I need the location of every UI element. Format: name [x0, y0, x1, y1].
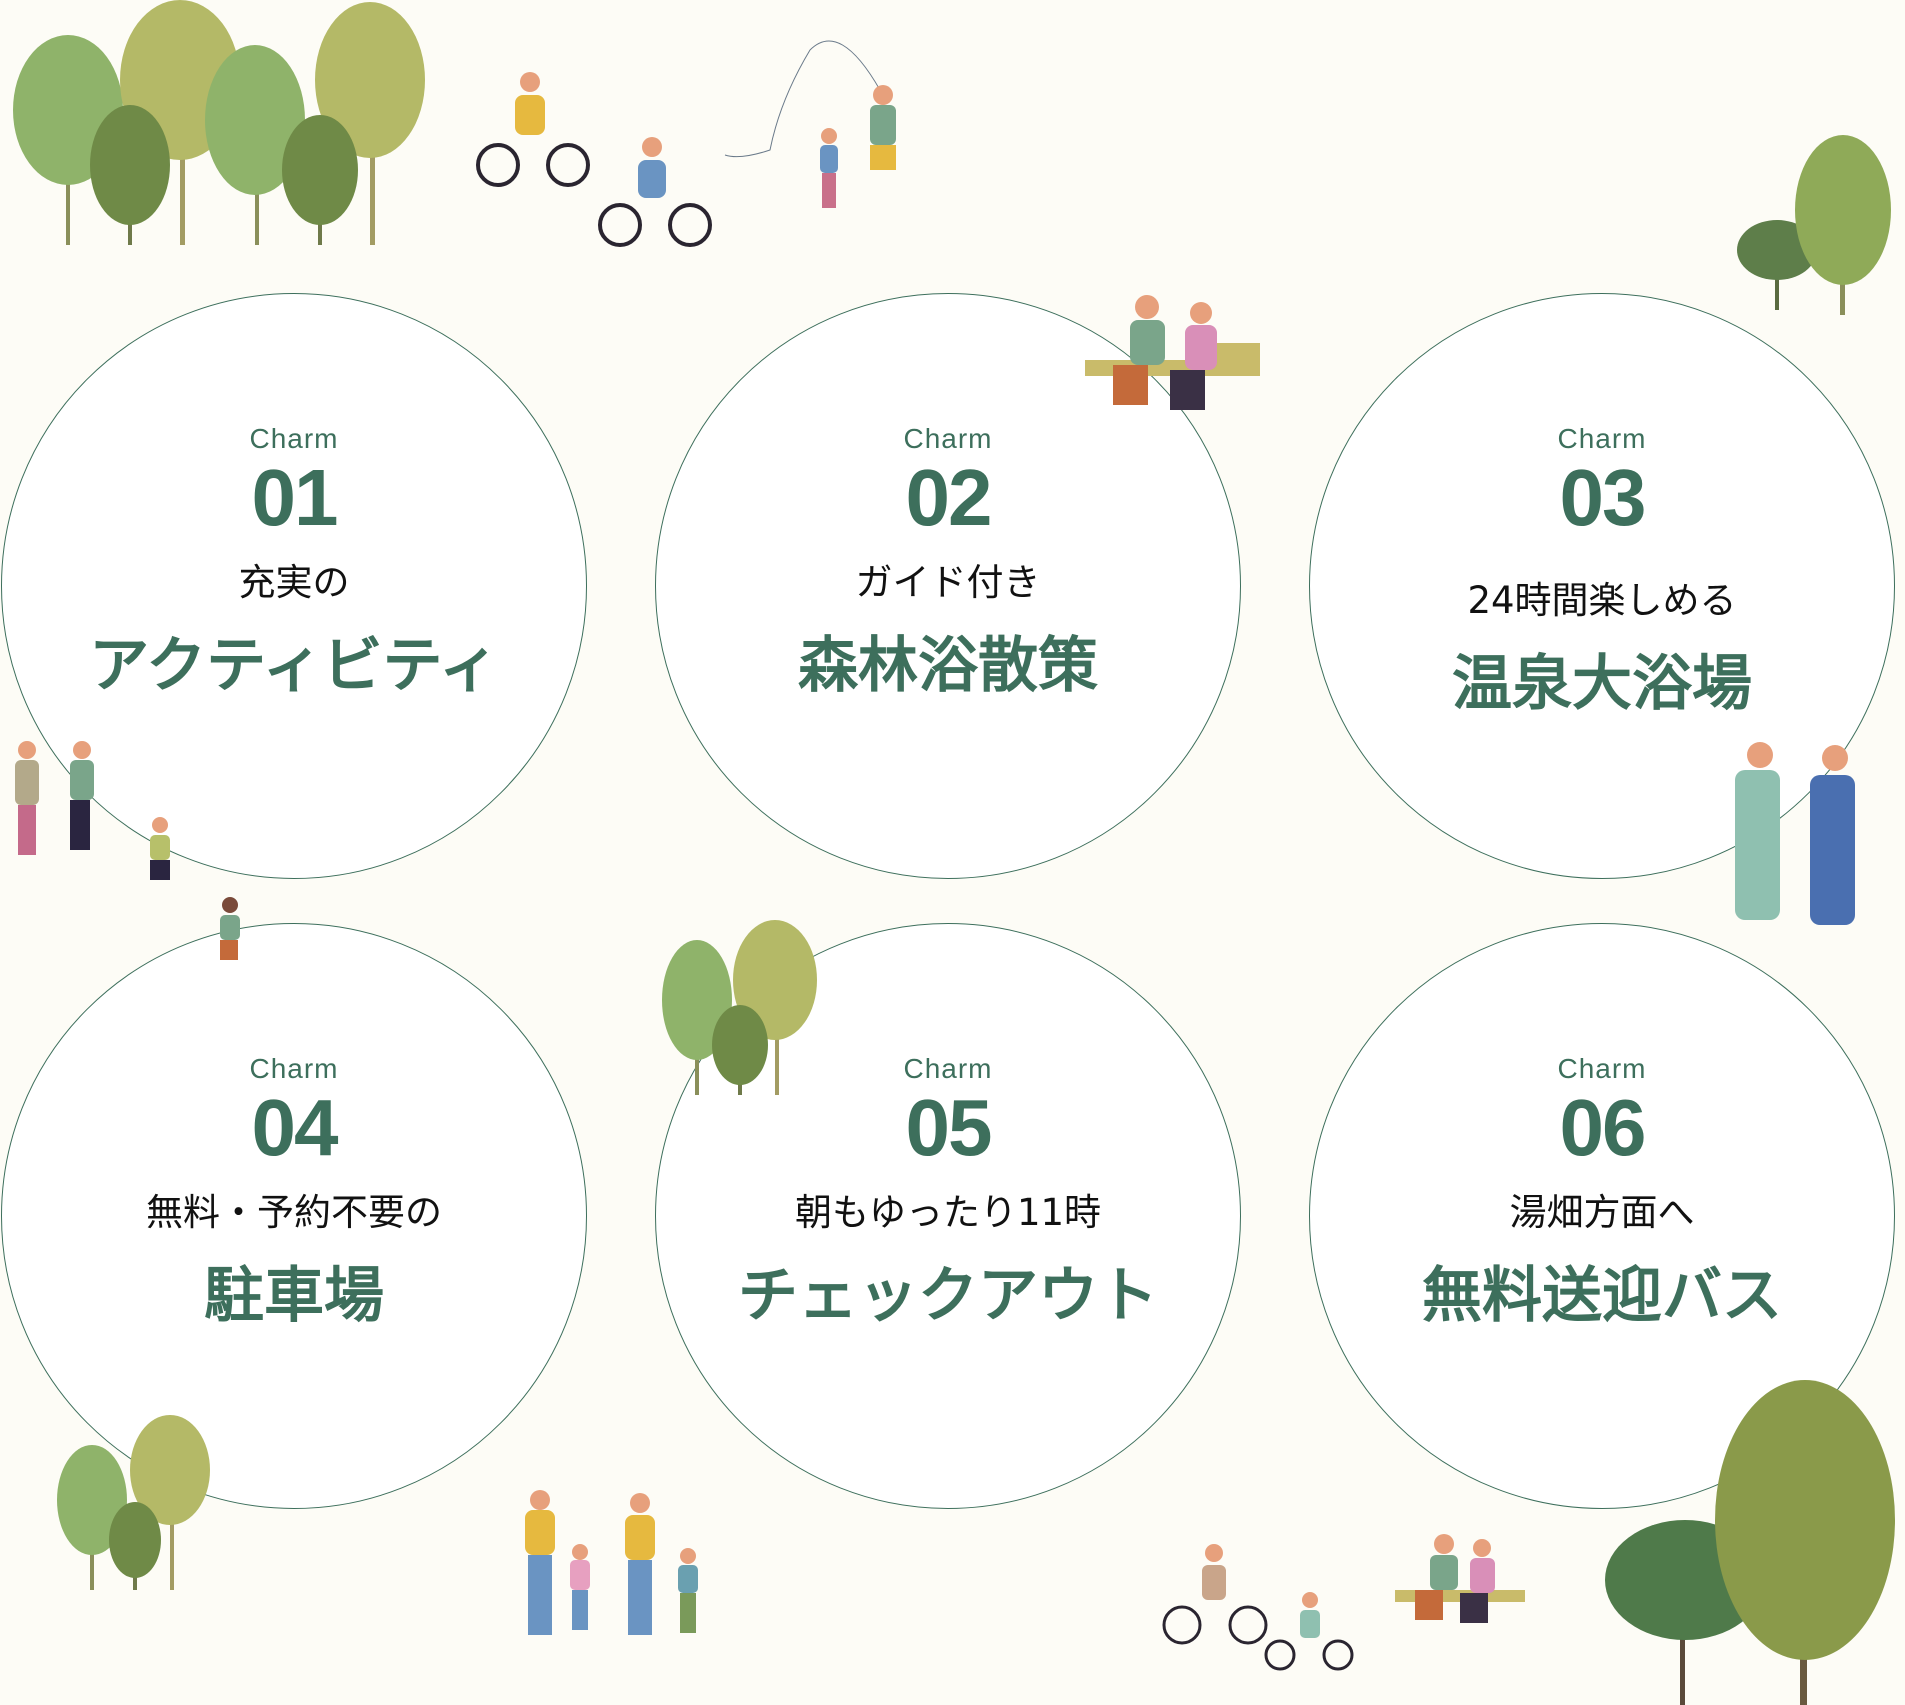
trees-illustration-top-left — [13, 0, 425, 245]
yukata-women-illustration — [1735, 742, 1855, 925]
trees-illustration-bottom-left — [57, 1415, 210, 1590]
charm-circle-03: Charm 03 24時間楽しめる 温泉大浴場 — [1309, 293, 1895, 879]
tree-icon — [282, 115, 358, 245]
tree-icon — [90, 105, 170, 245]
charm-number: 06 — [1559, 1083, 1647, 1172]
charm-label: Charm — [1557, 1053, 1647, 1084]
charm-label: Charm — [903, 1053, 993, 1084]
charm-label: Charm — [249, 1053, 339, 1084]
tree-icon — [205, 45, 305, 245]
charm-subtitle: 24時間楽しめる — [1467, 579, 1737, 622]
fishing-family-illustration — [724, 40, 896, 208]
tree-icon — [1715, 1380, 1895, 1705]
charm-subtitle: ガイド付き — [855, 561, 1041, 604]
charm-number: 04 — [251, 1083, 339, 1172]
charm-title: 温泉大浴場 — [1452, 649, 1752, 719]
charm-label: Charm — [1557, 423, 1647, 454]
charm-title: チェックアウト — [738, 1261, 1158, 1331]
cyclists-illustration — [476, 72, 712, 247]
trees-illustration-bottom-right — [1605, 1380, 1895, 1705]
charm-title: アクティビティ — [89, 631, 499, 701]
tree-icon — [130, 1415, 210, 1590]
tree-icon — [57, 1445, 127, 1590]
charm-circle-01: Charm 01 充実の アクティビティ — [1, 293, 587, 879]
charm-circle-04: Charm 04 無料・予約不要の 駐車場 — [1, 923, 587, 1509]
charm-subtitle: 朝もゆったり11時 — [794, 1191, 1102, 1234]
bench-couple-illustration-bottom — [1395, 1534, 1525, 1623]
charm-subtitle: 湯畑方面へ — [1509, 1191, 1695, 1234]
charm-number: 02 — [905, 453, 993, 542]
trees-illustration-top-right — [1737, 135, 1891, 315]
tree-icon — [712, 1005, 768, 1095]
tree-icon — [733, 920, 817, 1095]
bench-couple-illustration — [1085, 295, 1260, 410]
family-cyclists-illustration — [1162, 1544, 1354, 1671]
charm-number: 03 — [1559, 453, 1647, 542]
family-illustration — [525, 1490, 698, 1635]
charm-label: Charm — [903, 423, 993, 454]
trees-illustration-middle — [662, 920, 817, 1095]
tree-icon — [109, 1502, 161, 1590]
charm-label: Charm — [249, 423, 339, 454]
charm-title: 無料送迎バス — [1422, 1261, 1782, 1331]
tree-icon — [1795, 135, 1891, 315]
charm-subtitle: 無料・予約不要の — [146, 1191, 442, 1234]
charm-number: 05 — [905, 1083, 993, 1172]
charm-title: 駐車場 — [204, 1261, 384, 1331]
charm-number: 01 — [251, 453, 339, 542]
tree-icon — [1737, 220, 1817, 310]
hikers-illustration — [15, 741, 240, 960]
tree-icon — [315, 2, 425, 245]
charm-title: 森林浴散策 — [798, 631, 1098, 701]
charm-subtitle: 充実の — [238, 561, 350, 604]
